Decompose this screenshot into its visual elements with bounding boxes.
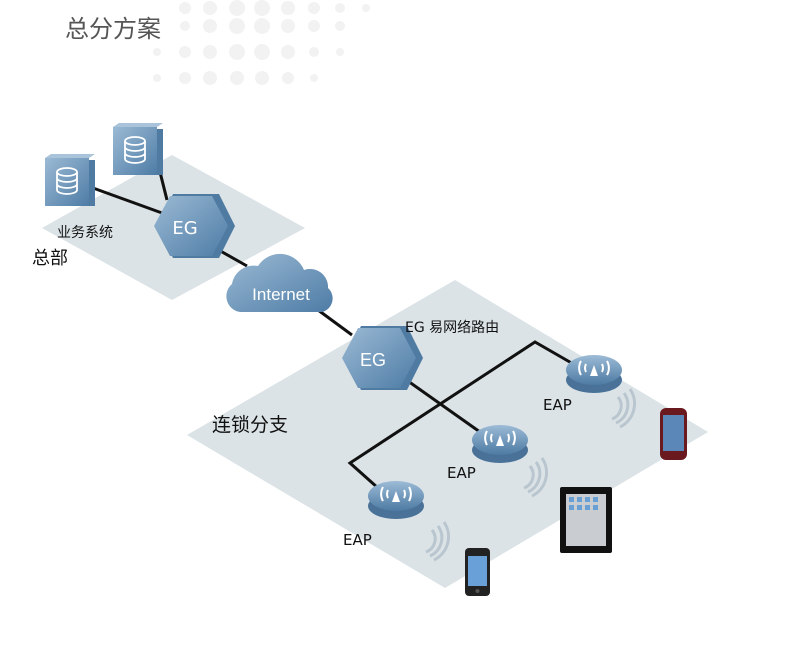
- branch-label: 连锁分支: [212, 414, 288, 436]
- dot-pattern: [153, 0, 370, 85]
- access-point-icon: [367, 480, 425, 520]
- branch-router-caption: EG 易网络路由: [405, 320, 499, 336]
- access-point-icon: [471, 424, 529, 464]
- smartphone-icon: [465, 548, 490, 596]
- branch-router-label: EG: [360, 350, 386, 370]
- access-point-label: EAP: [343, 531, 372, 549]
- access-point-icon: [565, 354, 623, 394]
- tablet-icon: [560, 487, 612, 553]
- hq-router-label: EG: [172, 218, 197, 239]
- page-title: 总分方案: [65, 15, 161, 43]
- access-point-label: EAP: [543, 396, 572, 414]
- branch-platform: [187, 280, 708, 588]
- server-icon: [112, 122, 164, 176]
- servers-label: 业务系统: [57, 225, 113, 241]
- android-phone-icon: [660, 408, 687, 460]
- access-point-label: EAP: [447, 464, 476, 482]
- internet-cloud-icon: [226, 253, 333, 312]
- internet-label: Internet: [252, 285, 310, 304]
- server-icon: [44, 153, 96, 207]
- headquarters-label: 总部: [32, 248, 68, 269]
- network-links: [92, 171, 576, 490]
